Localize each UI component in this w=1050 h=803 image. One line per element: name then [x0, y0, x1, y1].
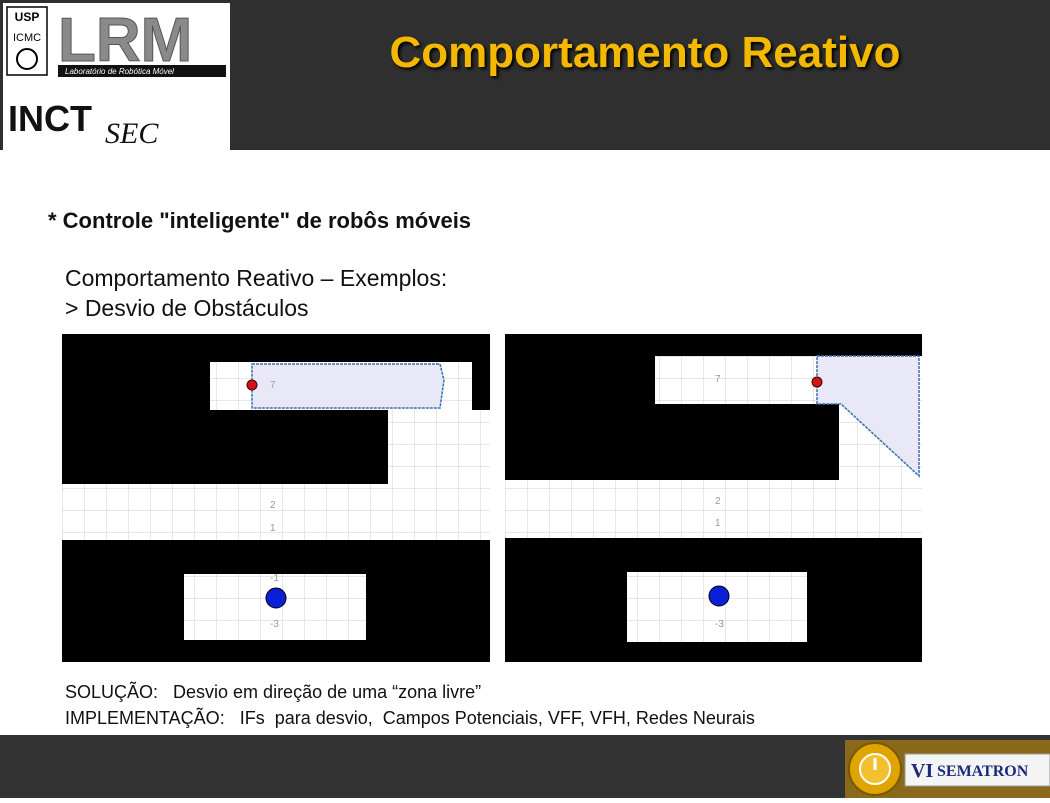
badge-name-text: SEMATRON [937, 763, 1029, 780]
lrm-logo-text: LRM [58, 6, 192, 75]
slide-title: Comportamento Reativo [389, 28, 901, 77]
tick-label: -3 [270, 619, 279, 630]
robot-red-icon [811, 376, 823, 388]
usp-logo-text: USP [15, 10, 40, 24]
bullet-heading: * Controle "inteligente" de robôs móveis [48, 208, 472, 233]
icmc-logo-text: ICMC [13, 32, 41, 44]
institution-logos: USP ICMC LRM Laboratório de Robótica Móv… [6, 6, 226, 150]
badge-label-box [904, 753, 1050, 787]
tick-label: 2 [715, 496, 721, 507]
lrm-subtitle-text: Laboratório de Robótica Móvel [65, 67, 174, 76]
sematron-badge: VI SEMATRON [845, 740, 1050, 798]
subtitle-obstacle-avoidance: > Desvio de Obstáculos [65, 295, 309, 321]
badge-roman-numeral: VI [911, 760, 933, 782]
inct-sec-text: SEC [105, 117, 159, 150]
tick-label: -1 [270, 573, 279, 584]
tick-label: 1 [270, 523, 276, 534]
logo-panel: USP ICMC LRM Laboratório de Robótica Móv… [3, 3, 230, 150]
lrm-subtitle-bar [58, 65, 226, 77]
subtitle-examples: Comportamento Reativo – Exemplos: [65, 265, 448, 291]
robot-blue-icon [265, 587, 287, 609]
robot-blue-icon [708, 585, 730, 607]
usp-icmc-logo-frame [6, 6, 48, 76]
sensor-field-left [251, 363, 445, 409]
solution-text: SOLUÇÃO: Desvio em direção de uma “zona … [65, 682, 482, 702]
tick-label: 2 [270, 500, 276, 511]
tick-label: 7 [715, 374, 721, 385]
sensor-field-right [816, 355, 920, 478]
implementation-text: IMPLEMENTAÇÃO: IFs para desvio, Campos P… [65, 708, 755, 728]
robot-red-icon [246, 379, 258, 391]
inct-logo-text: INCT [8, 98, 92, 139]
tick-label: 1 [715, 518, 721, 529]
simulation-map-left: 7 2 1 -1 -3 [62, 334, 490, 662]
icmc-emblem-icon [16, 48, 38, 70]
tick-label: -3 [715, 619, 724, 630]
simulation-map-right: 7 2 1 -3 [505, 334, 922, 662]
tick-label: 7 [270, 380, 276, 391]
